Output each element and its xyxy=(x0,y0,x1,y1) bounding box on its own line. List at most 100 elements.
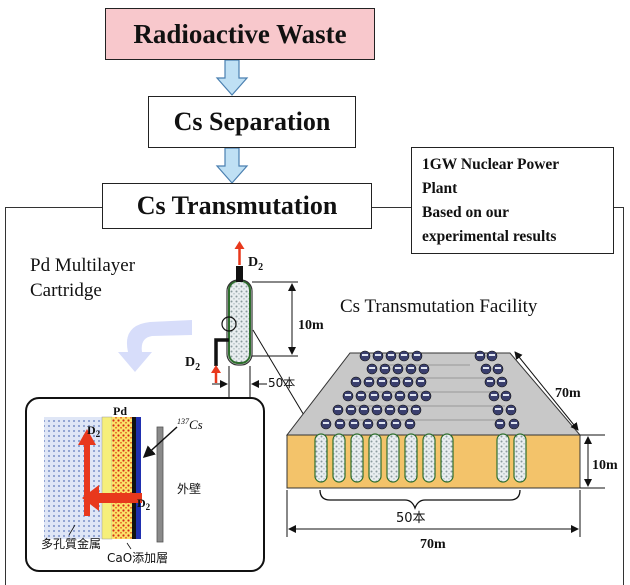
facility-cartridge-cap-1-4 xyxy=(421,367,427,369)
facility-cartridge-cap-4-8 xyxy=(508,408,514,410)
cao-layer xyxy=(112,417,132,539)
facility-width-label: 70m xyxy=(420,537,446,552)
facility-count-label: 50本 xyxy=(396,511,426,526)
cartridge-d2-top: D2 xyxy=(248,255,263,273)
facility-cartridge-cap-2-7 xyxy=(499,380,505,382)
facility-cartridge-cap-5-6 xyxy=(407,422,413,424)
facility-cartridge-cap-0-1 xyxy=(375,354,381,356)
pd-layer xyxy=(101,416,113,540)
facility-drawing xyxy=(285,350,605,537)
facility-cartridge-cap-3-4 xyxy=(397,394,403,396)
inset-d2-left: D2 xyxy=(87,423,101,439)
info-line-4: experimental results xyxy=(422,228,557,245)
cs-separation-label: Cs Separation xyxy=(173,107,331,136)
facility-cartridge-cap-4-4 xyxy=(387,408,393,410)
cartridge-height-label: 10m xyxy=(298,318,324,333)
cartridge-d2-bottom: D2 xyxy=(185,355,200,373)
down-arrow-2 xyxy=(215,147,249,184)
facility-cartridge-tube-8 xyxy=(496,433,510,483)
facility-cartridge-cap-3-3 xyxy=(384,394,390,396)
radioactive-waste-label: Radioactive Waste xyxy=(133,18,347,49)
facility-cartridge-cap-3-6 xyxy=(423,394,429,396)
d2-left-arrow xyxy=(82,485,99,511)
cartridge-count-label: 50本 xyxy=(268,376,295,390)
inset-pd-label: Pd xyxy=(113,404,127,418)
facility-cartridge-cap-2-0 xyxy=(353,380,359,382)
facility-cartridge-tube-6 xyxy=(422,433,436,483)
facility-cartridge-cap-0-0 xyxy=(362,354,368,356)
facility-cartridge-tube-5 xyxy=(404,433,418,483)
inset-porous-label: 多孔質金属 xyxy=(41,536,101,551)
cartridge-title-line-1: Pd Multilayer xyxy=(30,255,136,276)
facility-cartridge-cap-4-2 xyxy=(361,408,367,410)
info-line-3: Based on our xyxy=(422,204,509,221)
facility-cartridge-cap-5-3 xyxy=(365,422,371,424)
d2-up-arrow xyxy=(78,429,96,445)
facility-cartridge-cap-5-1 xyxy=(337,422,343,424)
facility-cartridge-tube-7 xyxy=(440,433,454,483)
cartridge-title-line-2: Cartridge xyxy=(30,280,102,301)
facility-cartridge-cap-0-3 xyxy=(401,354,407,356)
facility-cartridge-cap-3-5 xyxy=(410,394,416,396)
facility-cartridge-cap-2-1 xyxy=(366,380,372,382)
facility-cartridge-cap-5-4 xyxy=(379,422,385,424)
facility-cartridge-cap-2-6 xyxy=(487,380,493,382)
facility-cartridge-cap-4-5 xyxy=(400,408,406,410)
down-arrow-1 xyxy=(215,59,249,96)
inset-wall-label: 外壁 xyxy=(177,481,201,496)
facility-cartridge-cap-1-1 xyxy=(382,367,388,369)
facility-title: Cs Transmutation Facility xyxy=(340,296,538,317)
facility-cartridge-cap-0-5 xyxy=(477,354,483,356)
facility-cartridge-tube-3 xyxy=(368,433,382,483)
facility-cartridge-tops xyxy=(320,350,520,430)
facility-depth-label: 70m xyxy=(555,386,581,401)
cross-section-inset: D2 Pd 137Cs D2 外壁 多孔質金属 CaO添加層 xyxy=(25,397,265,572)
cs-transmutation-box: Cs Transmutation xyxy=(102,183,372,229)
facility-depth-dim xyxy=(514,351,579,431)
curved-arrow xyxy=(118,320,192,372)
info-box: 1GW Nuclear Power Plant Based on our exp… xyxy=(411,147,614,254)
facility-cartridge-cap-4-6 xyxy=(413,408,419,410)
cartridge-detail-circle xyxy=(221,316,237,332)
facility-cartridge-cap-2-5 xyxy=(418,380,424,382)
facility-cartridge-cap-2-2 xyxy=(379,380,385,382)
facility-cartridge-cap-4-1 xyxy=(348,408,354,410)
facility-cartridge-tube-1 xyxy=(332,433,346,483)
facility-cartridge-cap-3-8 xyxy=(503,394,509,396)
facility-cartridge-cap-4-0 xyxy=(335,408,341,410)
inset-cs-label: 137Cs xyxy=(177,417,203,432)
cs-transmutation-label: Cs Transmutation xyxy=(136,191,338,220)
facility-cartridge-cap-1-2 xyxy=(395,367,401,369)
facility-cartridge-cap-0-4 xyxy=(414,354,420,356)
cartridge-drawing xyxy=(211,241,327,453)
facility-cartridge-cap-5-2 xyxy=(351,422,357,424)
porous-metal-layer xyxy=(44,417,102,539)
facility-cartridge-cap-5-5 xyxy=(393,422,399,424)
facility-cartridge-tube-9 xyxy=(513,433,527,483)
blue-layer xyxy=(136,417,141,539)
facility-cartridge-cap-2-3 xyxy=(392,380,398,382)
inset-d2-right: D2 xyxy=(137,496,151,512)
facility-cartridge-cap-2-4 xyxy=(405,380,411,382)
facility-cartridge-cap-1-5 xyxy=(483,367,489,369)
count-brace xyxy=(319,489,521,510)
cartridge-title: Pd Multilayer Cartridge xyxy=(30,253,135,303)
cross-section-svg: D2 Pd 137Cs D2 外壁 多孔質金属 CaO添加層 xyxy=(41,404,203,565)
facility-cartridge-tubes xyxy=(314,433,527,483)
facility-cartridge-cap-1-0 xyxy=(369,367,375,369)
facility-cartridge-cap-3-0 xyxy=(345,394,351,396)
facility-height-label: 10m xyxy=(592,458,618,473)
facility-cartridge-cap-5-0 xyxy=(323,422,329,424)
facility-cartridge-cap-4-3 xyxy=(374,408,380,410)
facility-cartridge-cap-0-6 xyxy=(489,354,495,356)
facility-cartridge-cap-0-2 xyxy=(388,354,394,356)
info-line-1: 1GW Nuclear Power xyxy=(422,156,560,173)
facility-cartridge-cap-5-7 xyxy=(497,422,503,424)
facility-cartridge-cap-4-7 xyxy=(495,408,501,410)
facility-cartridge-tube-4 xyxy=(386,433,400,483)
cartridge-tube xyxy=(228,280,251,364)
cartridge-inlet-pipe xyxy=(214,338,229,366)
radioactive-waste-box: Radioactive Waste xyxy=(105,8,375,60)
